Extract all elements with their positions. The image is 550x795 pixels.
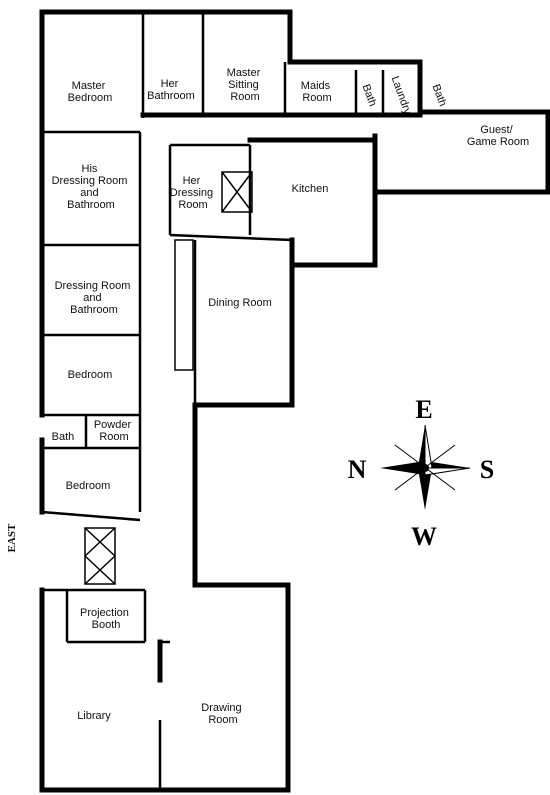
room-powder-room: Powder Room [94,419,134,443]
walls [39,9,550,793]
partitions [41,12,422,790]
room-her-bathroom: Her Bathroom [147,78,195,102]
room-kitchen: Kitchen [292,183,329,195]
compass-north-label: N [348,455,367,484]
room-bedroom-2: Bedroom [66,480,111,492]
east-side-label: EAST [6,523,18,552]
compass-rose: E N S W [348,395,495,551]
room-master-sitting-room: Master Sitting Room [227,67,264,103]
room-bath-1: Bath [360,83,379,108]
room-library: Library [77,710,111,722]
room-bath-2: Bath [430,83,449,108]
room-guest-game-room: Guest/ Game Room [467,124,529,148]
room-laundry: Laundry [389,75,414,117]
room-her-dressing-room: Her Dressing Room [170,175,216,211]
room-dressing-room-bathroom: Dressing Room and Bathroom [55,280,134,316]
room-dining-room: Dining Room [208,297,272,309]
room-master-bedroom: Master Bedroom [68,80,113,104]
compass-icon [380,424,471,510]
compass-south-label: S [480,455,494,484]
compass-east-label: E [415,395,432,424]
compass-west-label: W [411,522,437,551]
room-drawing-room: Drawing Room [201,702,244,726]
room-bedroom-1: Bedroom [68,369,113,381]
room-maids-room: Maids Room [301,80,333,104]
room-bath-3: Bath [52,431,75,443]
room-projection-booth: Projection Booth [80,607,132,631]
room-his-dressing-room: His Dressing Room and Bathroom [52,163,131,211]
